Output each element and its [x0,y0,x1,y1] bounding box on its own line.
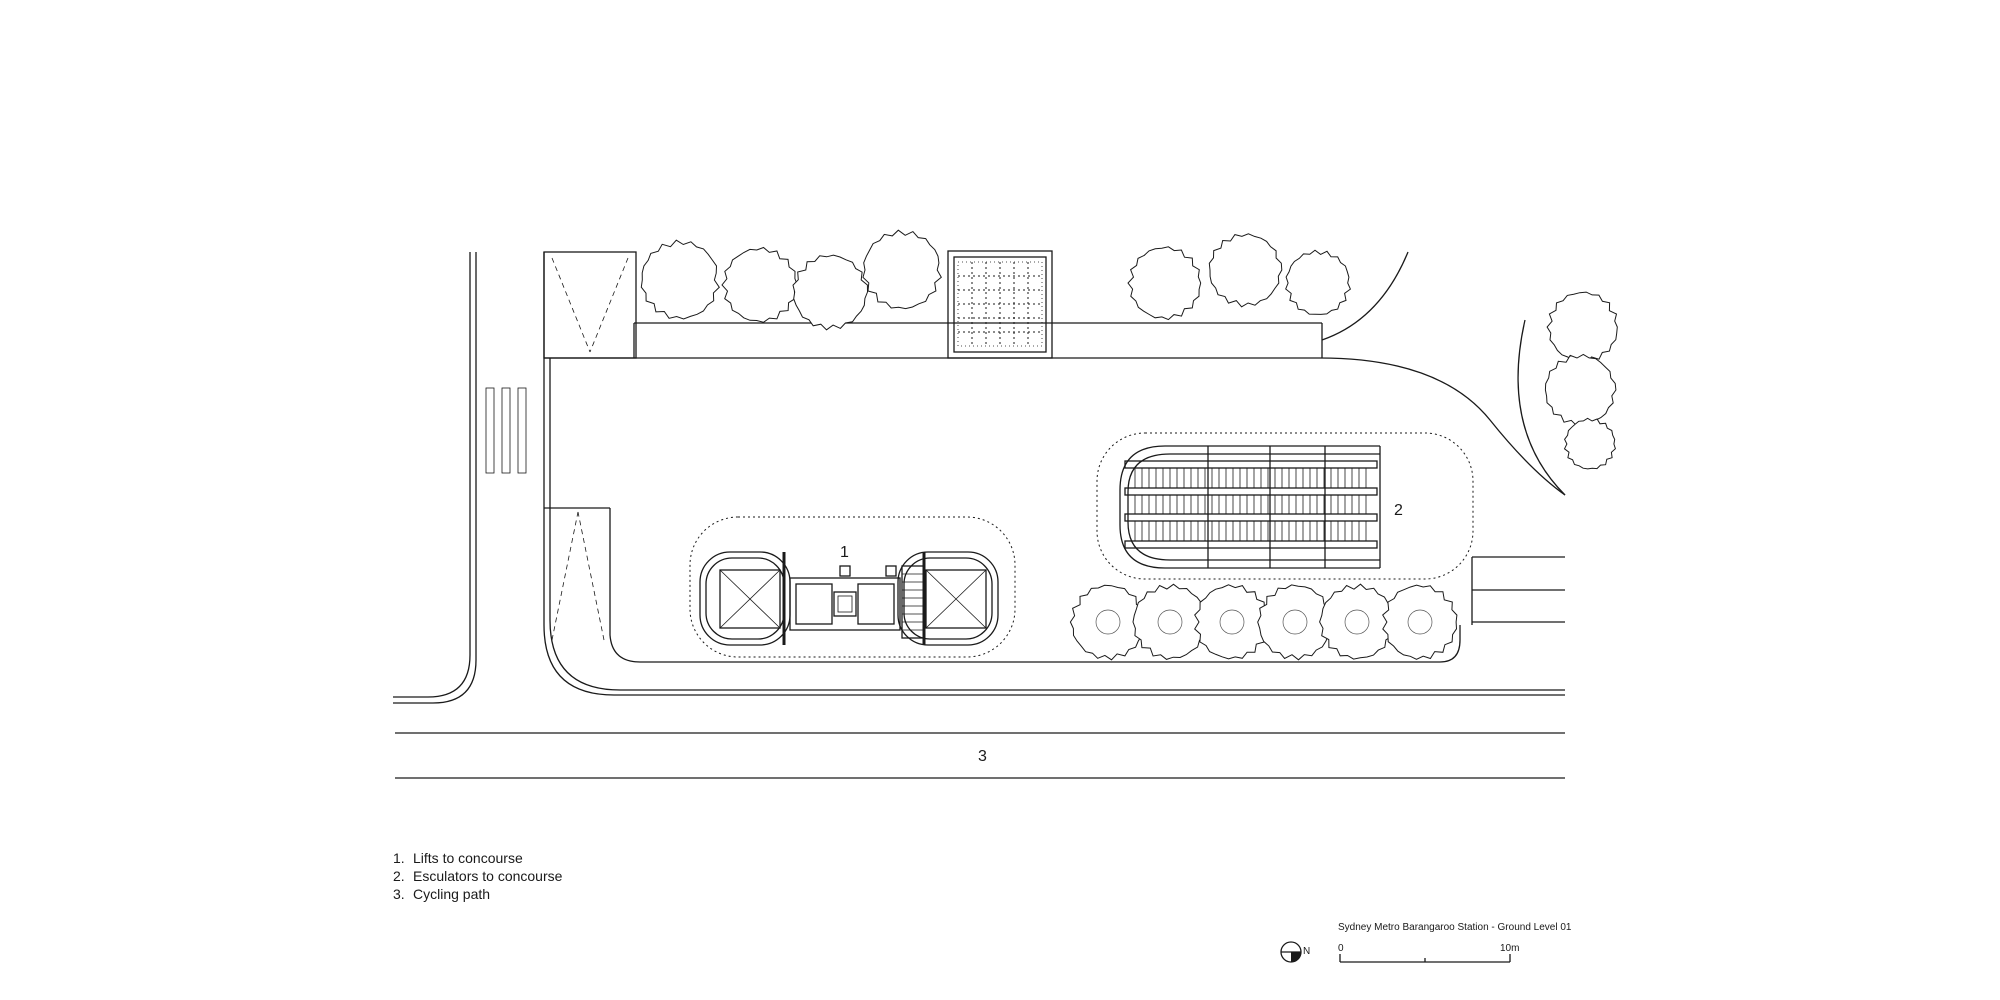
tree-icon [1194,584,1270,660]
tree-icon [1257,584,1333,661]
legend-text: Lifts to concourse [413,850,523,866]
pedestrian-crossing [485,387,527,474]
curved-footpath-outer [1321,251,1409,341]
tree-icon [1208,233,1283,308]
tree-icon [792,254,869,331]
legend-item-lifts: 1. Lifts to concourse [393,849,562,867]
tree-icon [1069,584,1145,661]
tree-grate [1095,609,1121,635]
left-road-edge-inner [393,252,477,704]
north-label: N [1303,946,1311,957]
tree-icon [1563,417,1616,470]
tree-icon [1127,246,1202,321]
label-lifts: 1 [840,544,849,561]
right-steps [1471,556,1565,625]
scale-end-label: 10m [1500,943,1520,954]
label-cycling-path: 3 [978,748,987,765]
plaza-top-edge [544,357,1566,496]
label-escalators: 2 [1394,502,1403,519]
tree-icon [1382,584,1458,660]
inner-kerb [609,625,1461,663]
tree-icon [721,246,798,323]
left-building-upper [543,251,637,359]
escalator-steps [1134,468,1367,541]
legend-item-cycling: 3. Cycling path [393,885,562,903]
north-arrow-icon [1280,941,1302,963]
tree-icon [1285,249,1352,315]
tree-icon [1319,583,1396,660]
legend-text: Esculators to concourse [413,868,563,884]
tree-grate [1282,609,1308,635]
legend-number: 3. [393,886,405,902]
drawing-title: Sydney Metro Barangaroo Station - Ground… [1338,922,1572,933]
plaza-boundary [543,252,1565,696]
legend-number: 1. [393,850,405,866]
curved-footpath-right [1517,319,1566,496]
cycling-path [395,732,1565,779]
left-building-lower [544,507,611,641]
tree-icon [1544,353,1617,427]
tree-icon [640,239,720,320]
plaza-boundary-inner [549,358,1565,691]
tree-icon [1132,583,1209,660]
vent-grille [947,250,1053,359]
escalator-zone [1096,432,1474,580]
tree-grate [1157,609,1183,635]
tree-grate [1219,609,1245,635]
tree-icon [1546,291,1618,364]
tree-grate [1407,609,1433,635]
legend-number: 2. [393,868,405,884]
tree-icon [862,229,942,310]
left-road-edge-outer [393,252,471,698]
upper-planter [633,322,1323,358]
scale-bar [1339,954,1511,963]
legend: 1. Lifts to concourse 2. Esculators to c… [393,849,562,903]
scale-start-label: 0 [1338,943,1344,954]
tree-grate [1344,609,1370,635]
trees [640,229,1618,661]
legend-text: Cycling path [413,886,491,902]
escalator-treads [1124,460,1378,549]
legend-item-escalators: 2. Esculators to concourse [393,867,562,885]
lift-zone [689,516,1016,658]
